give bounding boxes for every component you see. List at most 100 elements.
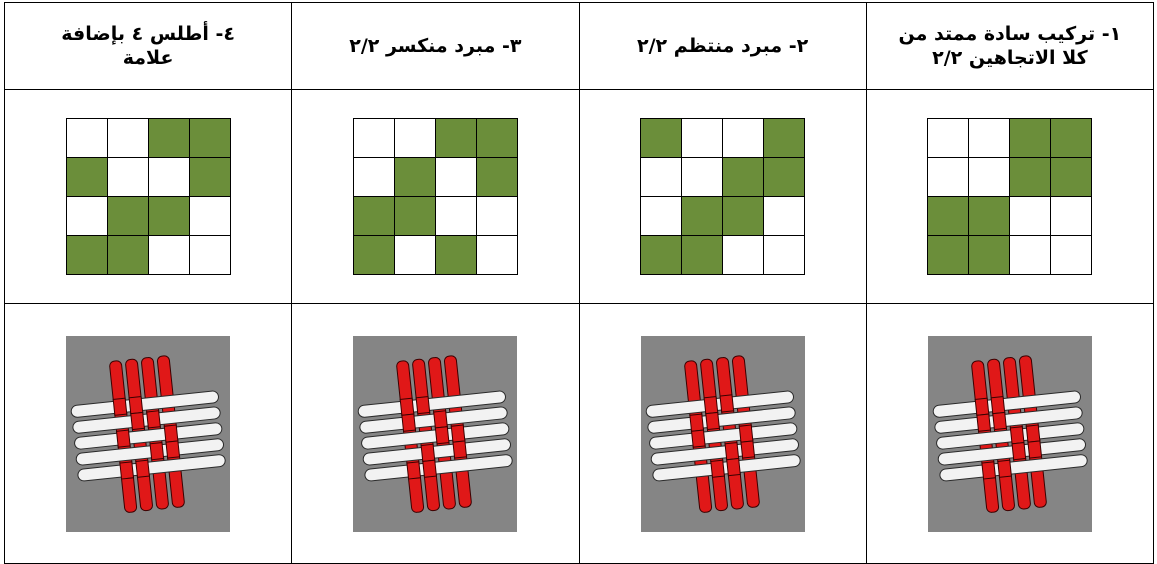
filled-cell [435,236,476,275]
empty-cell [66,197,107,236]
warp-over-weft [689,414,703,431]
warp-over-weft [705,412,719,429]
weave-grid-row [353,119,517,158]
weave-grid-row [66,197,230,236]
empty-cell [969,119,1010,158]
filled-cell [148,119,189,158]
filled-cell [764,119,805,158]
fabric-image [66,336,230,532]
empty-cell [107,119,148,158]
empty-cell [969,158,1010,197]
fabric-render-cell-2 [579,304,866,564]
warp-over-weft [401,398,415,415]
weave-diagram-row [5,90,1154,304]
empty-cell [189,197,230,236]
warp-over-weft [422,444,436,461]
warp-over-weft [434,410,448,427]
warp-over-weft [416,396,430,413]
weave-grid-row [353,236,517,275]
weave-grid [927,118,1092,275]
filled-cell [1051,158,1092,197]
fabric-render-cell-4 [5,304,292,564]
column-title-2: ٢- مبرد منتظم ٢/٢ [579,3,866,90]
empty-cell [641,197,682,236]
warp-over-weft [423,460,437,477]
filled-cell [435,119,476,158]
weave-grid [353,118,518,275]
filled-cell [66,158,107,197]
empty-cell [394,236,435,275]
filled-cell [394,158,435,197]
fabric-render-image [5,336,291,532]
weave-grid-row [928,197,1092,236]
warp-over-weft [117,430,131,447]
empty-cell [353,158,394,197]
empty-cell [353,119,394,158]
warp-over-weft [993,412,1007,429]
weave-grid-row [641,197,805,236]
empty-cell [1010,197,1051,236]
header-row: ١- تركيب سادة ممتد من كلا الاتجاهين ٢/٢ … [5,3,1154,90]
warp-over-weft [1010,426,1024,443]
warp-over-weft [998,460,1012,477]
filled-cell [682,236,723,275]
filled-cell [148,197,189,236]
weave-grid-row [641,236,805,275]
empty-cell [682,158,723,197]
warp-over-weft [1026,425,1040,442]
empty-cell [394,119,435,158]
warp-over-weft [436,426,450,443]
fabric-render-image [867,336,1153,532]
filled-cell [353,236,394,275]
fabric-image [928,336,1092,532]
warp-over-weft [691,430,705,447]
warp-over-weft [453,440,467,457]
weave-grid [66,118,231,275]
filled-cell [394,197,435,236]
warp-over-weft [407,461,421,478]
filled-cell [1051,119,1092,158]
empty-cell [682,119,723,158]
column-title-3: ٣- مبرد منكسر ٢/٢ [292,3,579,90]
fabric-render-cell-1 [866,304,1153,564]
filled-cell [476,119,517,158]
weave-grid-row [641,119,805,158]
filled-cell [969,197,1010,236]
empty-cell [928,119,969,158]
warp-over-weft [704,396,718,413]
weave-grid-row [66,236,230,275]
weave-diagram-cell-3 [292,90,579,304]
warp-over-weft [991,396,1005,413]
warp-over-weft [710,460,724,477]
filled-cell [1010,119,1051,158]
warp-over-weft [136,460,150,477]
empty-cell [148,158,189,197]
weave-grid-row [66,119,230,158]
weave-grid-row [66,158,230,197]
filled-cell [969,236,1010,275]
filled-cell [476,158,517,197]
filled-cell [66,236,107,275]
empty-cell [476,236,517,275]
filled-cell [1010,158,1051,197]
warp-over-weft [452,425,466,442]
warp-over-weft [977,414,991,431]
warp-over-weft [1028,440,1042,457]
empty-cell [435,197,476,236]
empty-cell [764,197,805,236]
filled-cell [641,236,682,275]
fabric-render-cell-3 [292,304,579,564]
weave-structures-table: ١- تركيب سادة ممتد من كلا الاتجاهين ٢/٢ … [4,2,1154,564]
warp-over-weft [739,425,753,442]
weave-diagram-cell-4 [5,90,292,304]
empty-cell [107,158,148,197]
empty-cell [189,236,230,275]
weave-grid-row [353,197,517,236]
filled-cell [107,236,148,275]
weave-diagram-cell-2 [579,90,866,304]
fabric-image [641,336,805,532]
empty-cell [66,119,107,158]
filled-cell [641,119,682,158]
filled-cell [107,197,148,236]
empty-cell [148,236,189,275]
